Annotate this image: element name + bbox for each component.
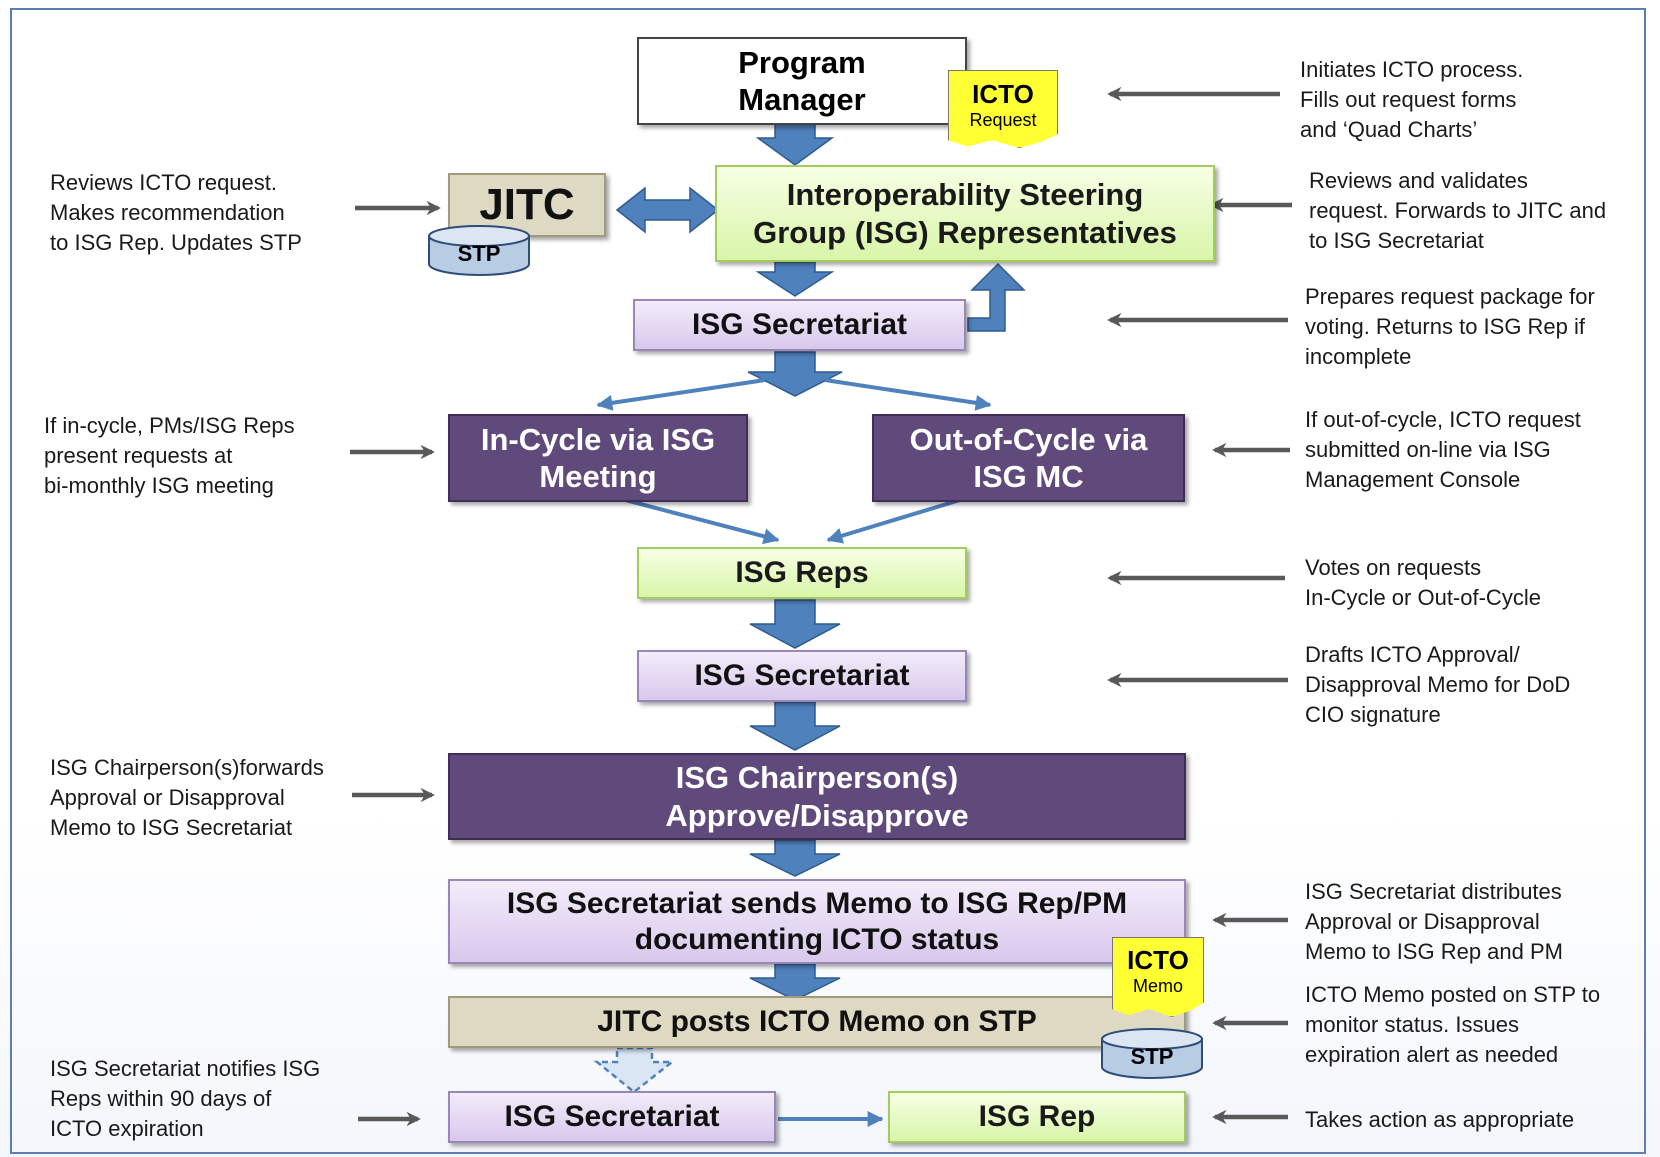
icto-memo-subtitle: Memo bbox=[1132, 976, 1183, 996]
note-left-3: ISG Chairperson(s)forwards Approval or D… bbox=[50, 755, 324, 840]
isg-secretariat-label-1: ISG Secretariat bbox=[691, 308, 908, 341]
note-right-1: Initiates ICTO process. Fills out reques… bbox=[1300, 57, 1524, 142]
diagram-frame bbox=[10, 8, 1646, 1154]
block-arrow-down-6 bbox=[749, 839, 841, 877]
icto-request-title: ICTO bbox=[972, 79, 1034, 109]
stp-database-icon-1 bbox=[428, 225, 530, 276]
note-left-1: Reviews ICTO request. Makes recommendati… bbox=[50, 170, 302, 255]
isg-reps-label: ISG Reps bbox=[735, 556, 869, 589]
secretariat-sends-memo-label: ISG Secretariat sends Memo to ISG Rep/PM… bbox=[506, 886, 1128, 956]
icto-memo-badge: ICTO Memo bbox=[1112, 937, 1204, 1017]
thin-arrow-split-right bbox=[824, 378, 992, 411]
isg-representatives-box: Interoperability Steering Group (ISG) Re… bbox=[715, 165, 1215, 262]
stp-label-1: STP bbox=[457, 241, 501, 266]
isg-secretariat-box-1: ISG Secretariat bbox=[633, 299, 966, 351]
note-right-6: Drafts ICTO Approval/ Disapproval Memo f… bbox=[1305, 642, 1571, 727]
note-right-8: ICTO Memo posted on STP to monitor statu… bbox=[1305, 982, 1601, 1067]
isg-secretariat-box-2: ISG Secretariat bbox=[637, 650, 967, 702]
isg-secretariat-box-3: ISG Secretariat bbox=[448, 1091, 776, 1143]
block-arrow-down-5 bbox=[749, 701, 841, 751]
thin-arrow-split-left bbox=[596, 378, 766, 411]
isg-secretariat-label-2: ISG Secretariat bbox=[694, 659, 910, 692]
thin-arrow-merge-right bbox=[826, 498, 961, 544]
note-left-2: If in-cycle, PMs/ISG Reps present reques… bbox=[44, 413, 295, 498]
note-right-3: Prepares request package for voting. Ret… bbox=[1305, 284, 1595, 369]
secretariat-sends-memo-box: ISG Secretariat sends Memo to ISG Rep/PM… bbox=[448, 879, 1186, 964]
program-manager-box: Program Manager bbox=[637, 37, 967, 125]
icto-memo-title: ICTO bbox=[1127, 945, 1189, 975]
block-arrow-down-2 bbox=[755, 261, 835, 297]
dashed-arrow-down bbox=[593, 1046, 676, 1094]
note-right-5: Votes on requests In-Cycle or Out-of-Cyc… bbox=[1305, 555, 1541, 610]
isg-representatives-label: Interoperability Steering Group (ISG) Re… bbox=[753, 177, 1177, 250]
note-left-4: ISG Secretariat notifies ISG Reps within… bbox=[50, 1056, 321, 1141]
note-right-7: ISG Secretariat distributes Approval or … bbox=[1305, 879, 1563, 964]
jitc-posts-memo-label: JITC posts ICTO Memo on STP bbox=[597, 1005, 1037, 1038]
icto-request-subtitle: Request bbox=[969, 110, 1037, 130]
block-arrow-down-4 bbox=[749, 599, 841, 649]
program-manager-label: Program Manager bbox=[738, 44, 866, 117]
stp-database-icon-2 bbox=[1101, 1028, 1203, 1079]
block-arrow-down-7 bbox=[749, 963, 841, 1001]
isg-chairperson-box: ISG Chairperson(s) Approve/Disapprove bbox=[448, 753, 1186, 840]
isg-chairperson-label: ISG Chairperson(s) Approve/Disapprove bbox=[665, 760, 969, 833]
isg-reps-box: ISG Reps bbox=[637, 547, 967, 599]
isg-secretariat-label-3: ISG Secretariat bbox=[504, 1100, 720, 1133]
in-cycle-box: In-Cycle via ISG Meeting bbox=[448, 414, 748, 502]
in-cycle-label: In-Cycle via ISG Meeting bbox=[480, 421, 716, 494]
jitc-posts-memo-box: JITC posts ICTO Memo on STP bbox=[448, 996, 1186, 1048]
stp-label-2: STP bbox=[1130, 1044, 1174, 1069]
note-right-9: Takes action as appropriate bbox=[1305, 1107, 1575, 1132]
block-arrow-down-1 bbox=[755, 119, 835, 166]
thin-arrow-merge-left bbox=[624, 498, 780, 545]
block-arrow-double bbox=[615, 186, 720, 234]
block-arrow-return-up bbox=[967, 262, 1026, 332]
out-of-cycle-label: Out-of-Cycle via ISG MC bbox=[909, 421, 1148, 494]
note-right-4: If out-of-cycle, ICTO request submitted … bbox=[1305, 407, 1581, 492]
block-arrow-down-3 bbox=[747, 351, 843, 397]
jitc-label: JITC bbox=[479, 179, 575, 229]
icto-request-badge: ICTO Request bbox=[948, 70, 1058, 148]
note-right-2: Reviews and validates request. Forwards … bbox=[1309, 168, 1607, 253]
out-of-cycle-box: Out-of-Cycle via ISG MC bbox=[872, 414, 1185, 502]
isg-rep-box: ISG Rep bbox=[888, 1091, 1186, 1143]
isg-rep-label: ISG Rep bbox=[978, 1100, 1096, 1133]
